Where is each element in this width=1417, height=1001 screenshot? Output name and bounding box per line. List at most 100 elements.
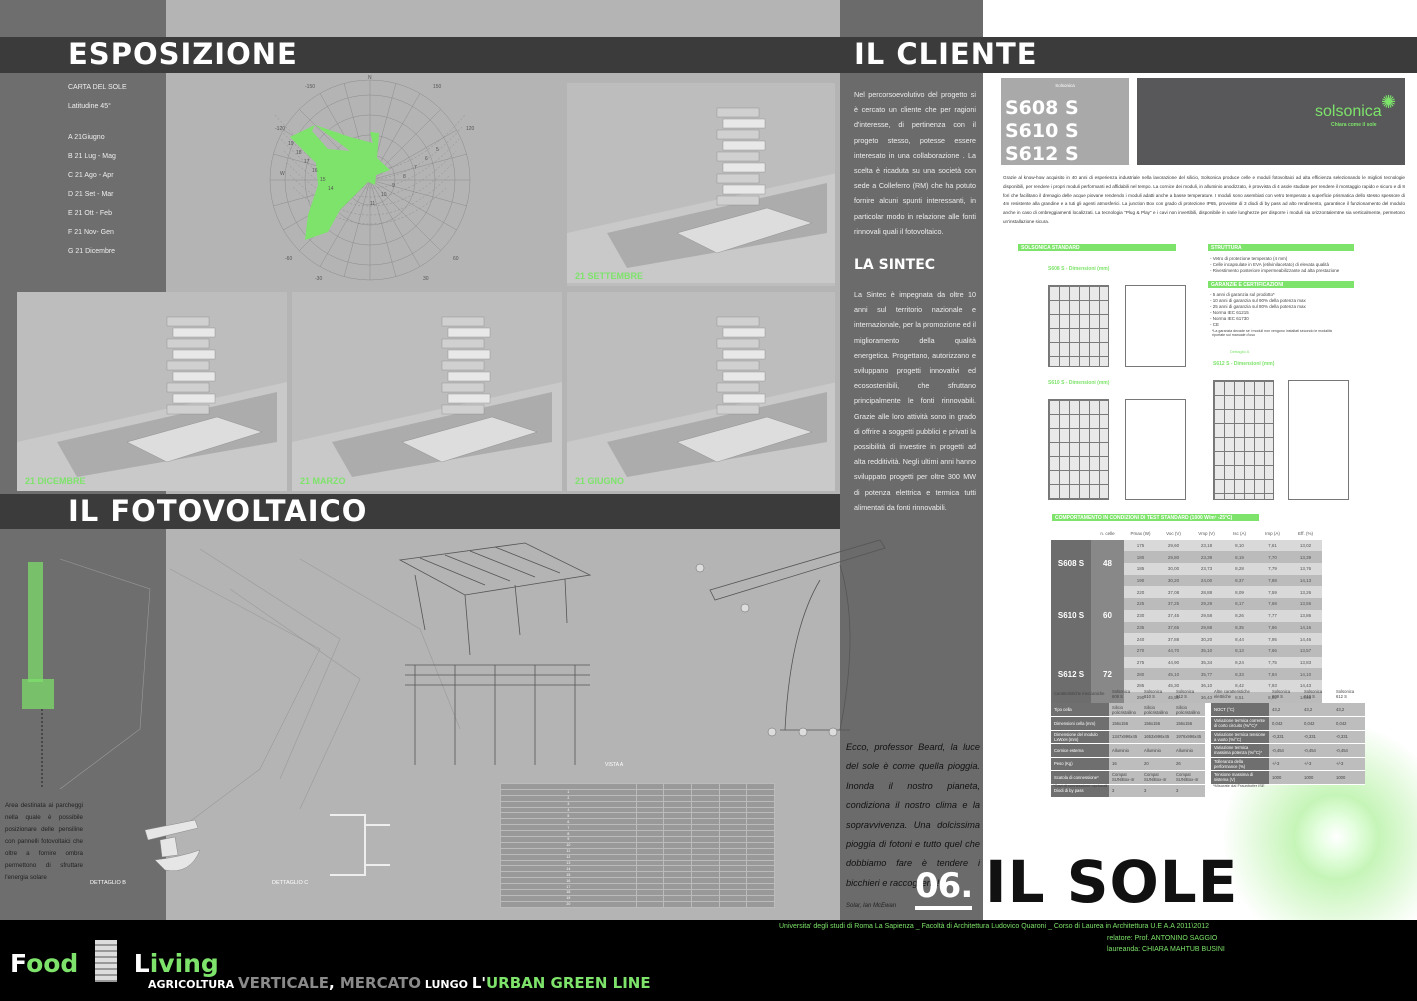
parts-row: 2: [500, 794, 775, 802]
legend-item: E 21 Ott - Feb: [68, 210, 112, 217]
section-title-esposizione: ESPOSIZIONE: [0, 37, 840, 73]
value-cell: 190: [1124, 574, 1157, 587]
azimuth-label: 60: [453, 256, 459, 262]
value-cell: 180: [1124, 551, 1157, 564]
dim-label-s612: S612 S - Dimensioni (mm): [1213, 361, 1275, 367]
spec-label: Cornice esterna: [1051, 743, 1109, 758]
middle-dark-column: [840, 0, 983, 920]
spec-header: Solsonica 612 S: [1336, 688, 1355, 699]
spec-label: Tipo cella: [1051, 703, 1109, 717]
spec-value: 156x156: [1173, 716, 1205, 731]
model-cell: S608 S: [1051, 539, 1091, 587]
part-cell: [746, 894, 775, 902]
part-cell: [635, 900, 665, 908]
render-21-dicembre: 21 DICEMBRE: [17, 292, 287, 491]
spec-value: 1347x996x45: [1109, 730, 1141, 744]
value-cell: 7,59: [1256, 586, 1289, 599]
hour-label: 14: [328, 186, 334, 192]
parts-row: 15: [500, 871, 775, 879]
part-cell: [746, 847, 775, 855]
part-cell: [746, 818, 775, 826]
subtitle-part: VERTICALE: [237, 974, 329, 992]
parts-row: 17: [500, 883, 775, 891]
spec-value: Alluminio: [1141, 743, 1173, 758]
hour-label: 6: [425, 156, 428, 162]
garanzia-item: - 10 anni di garanzia sul 90% della pote…: [1210, 298, 1306, 303]
value-cell: 35,77: [1190, 668, 1223, 680]
part-cell: [746, 824, 775, 832]
parts-row: 12: [500, 853, 775, 861]
solsonica-logo: solsonica: [1315, 103, 1382, 120]
tower-render-image: [567, 292, 835, 491]
value-cell: 37,88: [1157, 633, 1190, 645]
part-cell: [746, 841, 775, 849]
spec-value: 43,2: [1333, 703, 1365, 717]
spec-row: Scatola di connessione*Compat SUN/Box-4r…: [1051, 770, 1205, 785]
value-cell: 225: [1124, 598, 1157, 610]
value-cell: 7,77: [1256, 609, 1289, 622]
spec-value: 0,042: [1269, 716, 1301, 731]
value-cell: 14,68: [1289, 691, 1322, 704]
parts-row: 1: [500, 788, 775, 796]
value-cell: 13,76: [1289, 563, 1322, 575]
model-name: S608 S: [1005, 97, 1079, 119]
part-cell: [746, 871, 775, 879]
render-caption: 21 GIUGNO: [575, 476, 625, 486]
column-header: Pmax (W): [1130, 531, 1151, 537]
legend-item: C 21 Ago - Apr: [68, 172, 114, 179]
spec-value: 3: [1141, 784, 1173, 798]
parts-header-row: [500, 783, 775, 790]
part-number: 20: [500, 900, 637, 908]
part-number: 7: [500, 824, 637, 832]
value-cell: 13,86: [1289, 609, 1322, 622]
value-cell: 36,43: [1190, 691, 1223, 704]
part-number: 16: [500, 877, 637, 885]
spec-value: Silicio policristallino: [1141, 703, 1173, 717]
value-cell: 8,33: [1223, 668, 1256, 680]
value-cell: 185: [1124, 563, 1157, 575]
cells-count-cell: 60: [1091, 586, 1124, 645]
hour-label: 8: [403, 174, 406, 180]
hour-label: 7: [414, 165, 417, 171]
spec-value: Compat SUN/Box-4r: [1141, 770, 1173, 785]
struttura-item: - Rivestimento posteriore impermeabilizz…: [1210, 268, 1340, 273]
spec-value: 26: [1173, 757, 1205, 771]
value-cell: 7,68: [1256, 598, 1289, 610]
spec-value: 1000: [1301, 770, 1333, 785]
part-cell: [746, 800, 775, 808]
spec-value: 43,2: [1269, 703, 1301, 717]
render-caption: 21 DICEMBRE: [25, 476, 86, 486]
value-cell: 8,42: [1223, 679, 1256, 692]
value-cell: 8,17: [1223, 598, 1256, 610]
value-cell: 8,44: [1223, 633, 1256, 645]
value-cell: 290: [1124, 691, 1157, 704]
spec-value: 0,042: [1301, 716, 1333, 731]
part-cell: [718, 900, 748, 908]
spec-row: Tolleranza della performance (%)+/-3+/-3…: [1211, 757, 1365, 771]
part-number: 5: [500, 812, 637, 820]
part-number: 15: [500, 871, 637, 879]
part-number: 6: [500, 818, 637, 826]
part-cell: [746, 788, 775, 796]
column-header: Voc (V): [1166, 531, 1181, 537]
spec-value: 0,042: [1333, 716, 1365, 731]
spec-value: Compat SUN/Box-4r: [1109, 770, 1141, 785]
value-cell: 220: [1124, 586, 1157, 599]
value-cell: 14,10: [1289, 668, 1322, 680]
empty-cell: [1051, 528, 1091, 540]
azimuth-label: 150: [433, 84, 442, 90]
spec-header: Solsonica 610 S: [1144, 688, 1163, 699]
value-cell: 235: [1124, 621, 1157, 634]
latitude-label: Latitudine 45°: [68, 103, 111, 110]
solsonica-logo-card: solsonica ✺ Chiara come il sole: [1137, 78, 1405, 165]
